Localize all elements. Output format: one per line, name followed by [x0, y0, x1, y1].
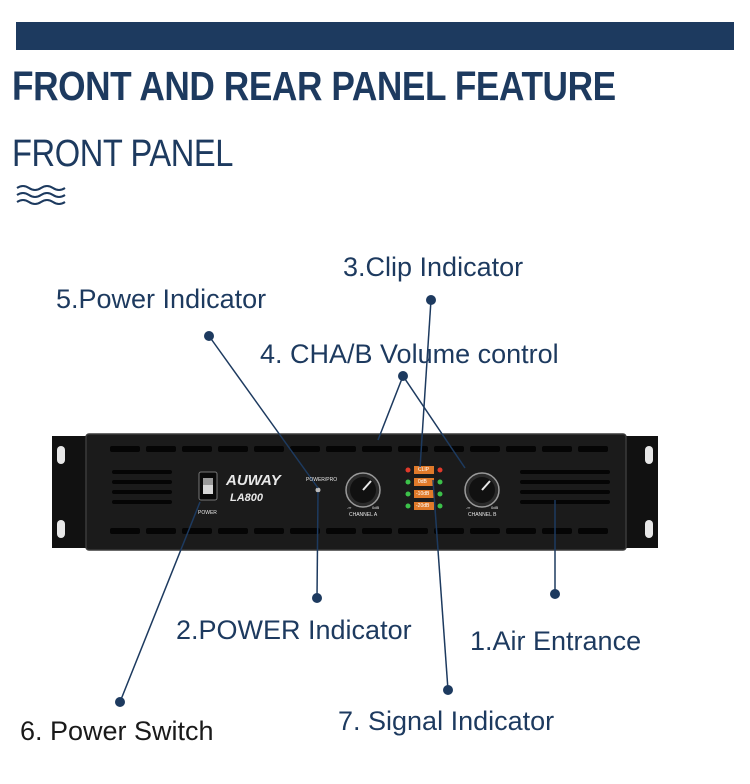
power-switch[interactable] — [198, 471, 218, 501]
knob-a-max-label: 0dB — [372, 505, 380, 510]
brand-logo: AUWAY — [226, 472, 281, 489]
led-indicator-column — [405, 466, 443, 510]
led-label-0db: 0dB — [418, 479, 427, 485]
power-pro-label: POWER/PRO — [306, 477, 338, 483]
air-vent-side-right — [520, 470, 610, 504]
callout-volume-control: 4. CHA/B Volume control — [260, 339, 559, 369]
air-vent-side-left — [112, 470, 172, 504]
led-label-20db: -20dB — [416, 503, 430, 509]
channel-b-label: CHANNEL B — [468, 512, 497, 518]
callout-signal-indicator: 7. Signal Indicator — [338, 706, 555, 736]
wave-icon — [16, 185, 66, 205]
leader-lines — [119, 299, 556, 703]
air-vent-bottom — [110, 528, 608, 534]
callout-power-indicator-bottom: 2.POWER Indicator — [176, 615, 412, 645]
volume-knob-channel-b[interactable] — [464, 472, 500, 508]
section-title: FRONT PANEL — [12, 133, 234, 175]
rack-ear-right — [622, 436, 658, 548]
signal-led-a — [405, 491, 411, 497]
led-label-10db: -10dB — [416, 491, 430, 497]
signal-led-a — [405, 503, 411, 509]
channel-a-label: CHANNEL A — [349, 512, 378, 518]
volume-knob-channel-a[interactable] — [345, 472, 381, 508]
led-label-clip: CLIP — [418, 467, 430, 473]
callout-power-indicator-top: 5.Power Indicator — [56, 284, 267, 314]
signal-led-b — [437, 479, 443, 485]
signal-led-a — [405, 479, 411, 485]
top-banner-bar — [16, 22, 734, 50]
knob-b-max-label: 0dB — [491, 505, 499, 510]
callout-power-switch: 6. Power Switch — [20, 716, 214, 746]
leader-dots — [115, 295, 560, 707]
knob-b-min-label: -∞ — [466, 505, 471, 510]
power-switch-label: POWER — [198, 510, 217, 516]
air-vent-top — [110, 446, 608, 452]
clip-led-a — [405, 467, 411, 473]
page-title: FRONT AND REAR PANEL FEATURE — [12, 63, 616, 109]
signal-led-b — [437, 503, 443, 509]
model-label: LA800 — [230, 492, 264, 504]
power-indicator-led — [315, 487, 321, 493]
knob-a-min-label: -∞ — [347, 505, 352, 510]
rack-ear-left — [52, 436, 88, 548]
callout-air-entrance: 1.Air Entrance — [470, 626, 642, 656]
callout-clip-indicator: 3.Clip Indicator — [343, 252, 524, 282]
clip-led-b — [437, 467, 443, 473]
signal-led-b — [437, 491, 443, 497]
